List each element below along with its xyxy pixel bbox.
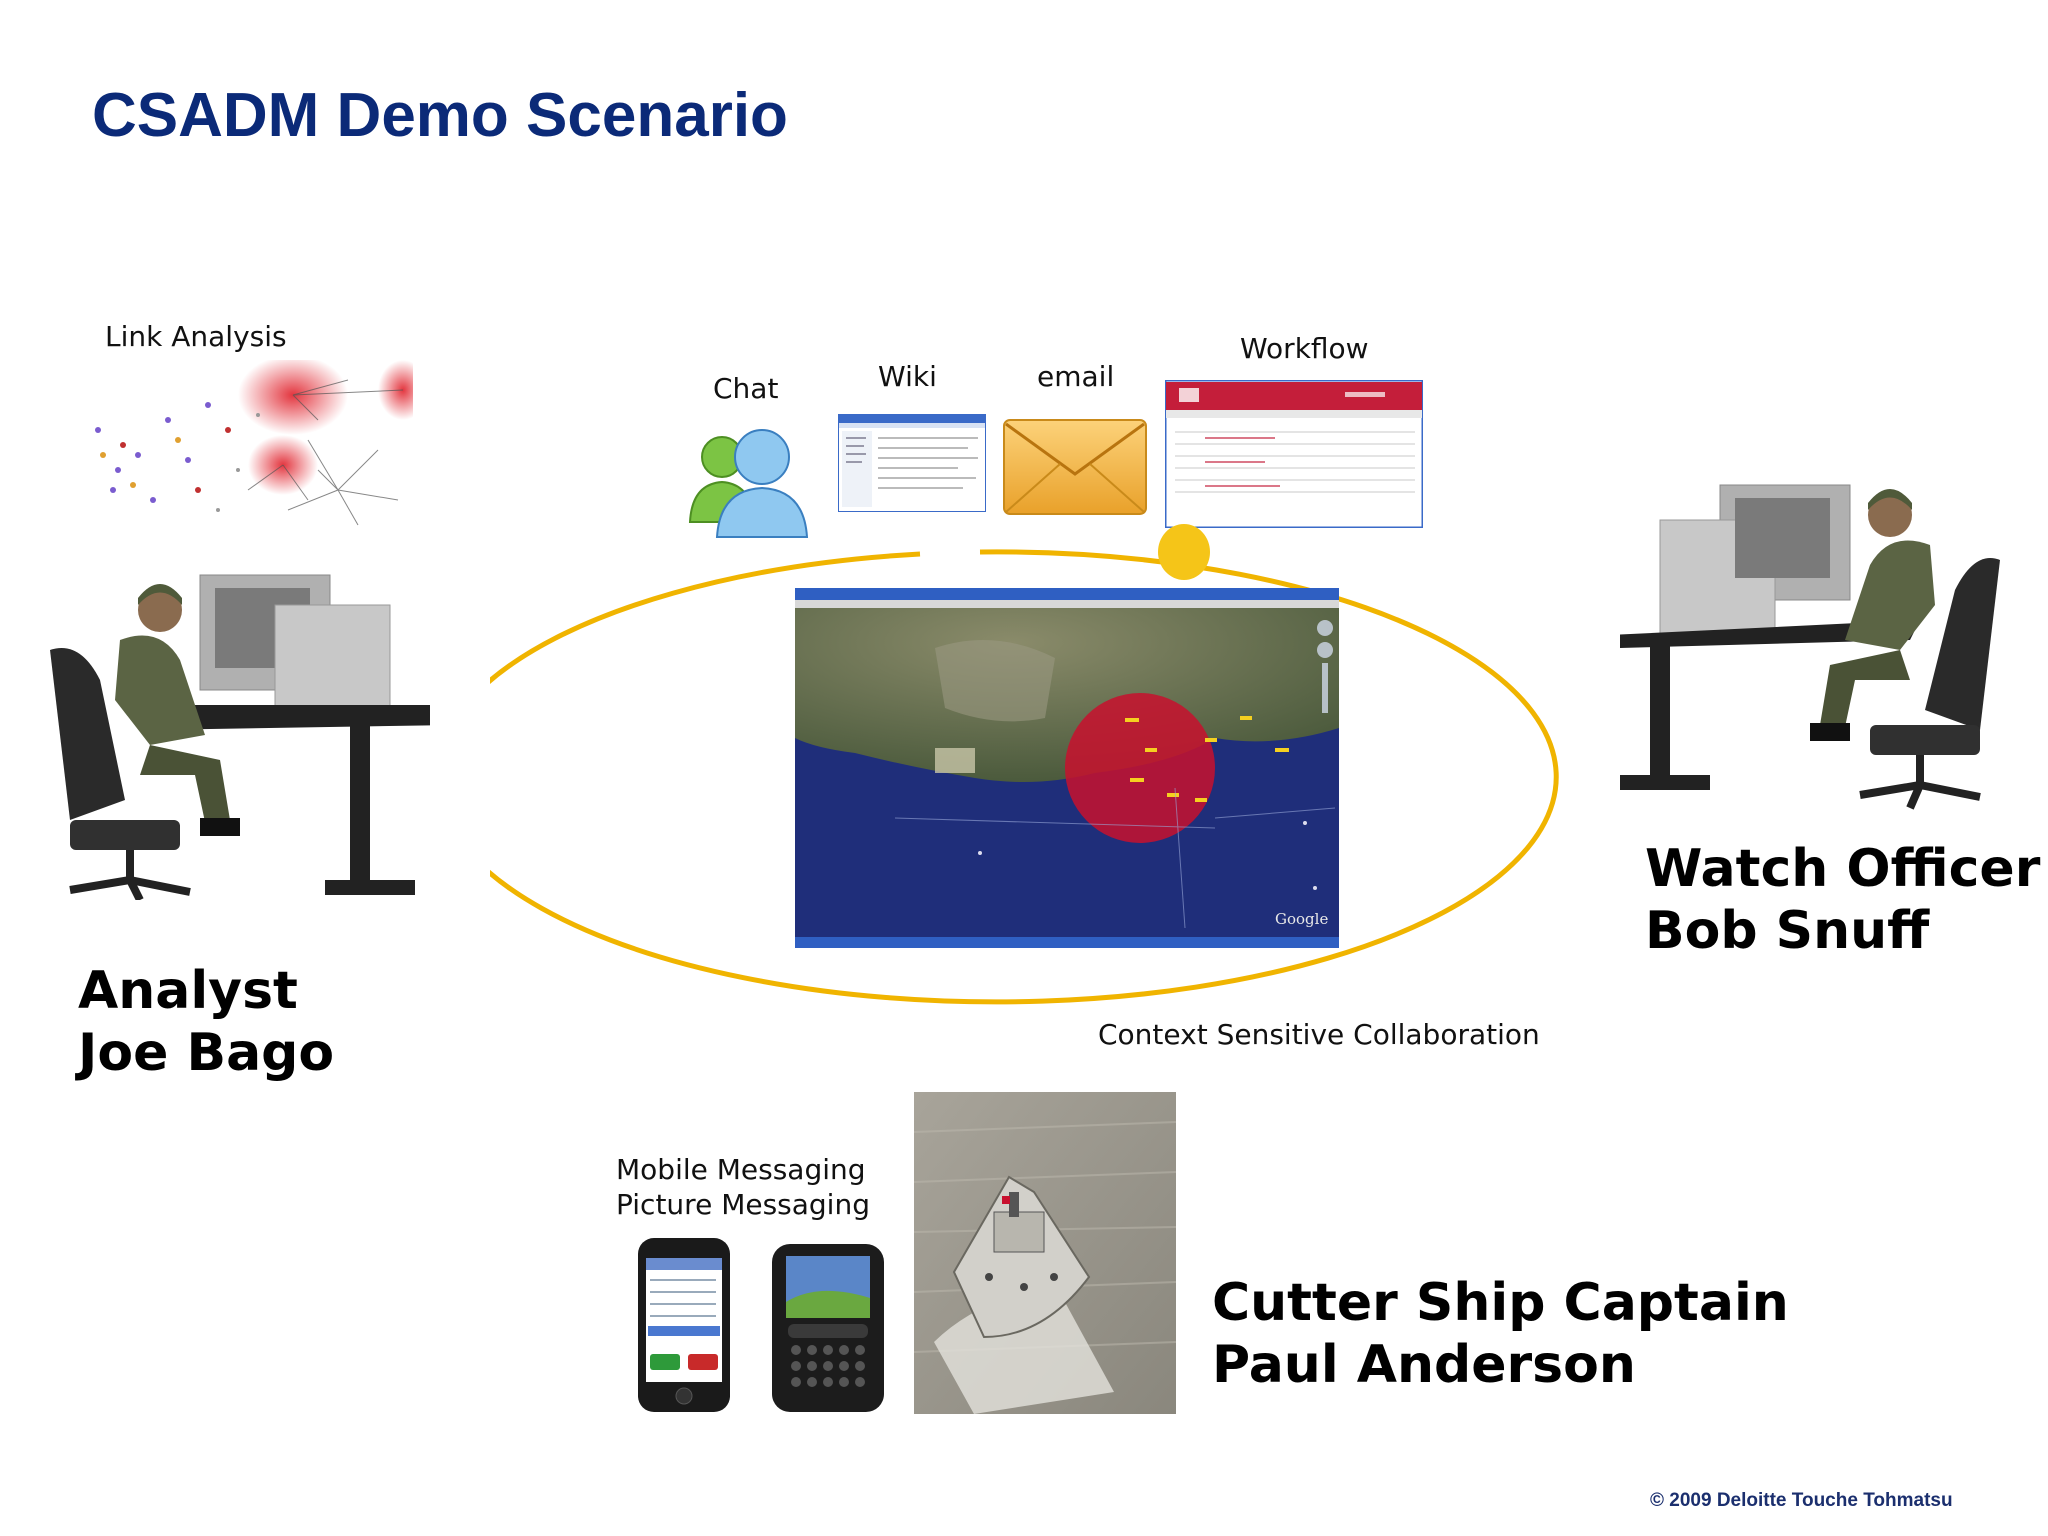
analyst-caption: Analyst Joe Bago [78,960,334,1084]
watch-officer-workstation-image [1620,484,2000,810]
workflow-app-thumbnail [1165,380,1423,528]
chat-label: Chat [713,372,779,405]
map-window: Google [795,588,1339,948]
map-watermark: Google [1275,910,1329,928]
picture-messaging-line: Picture Messaging [616,1188,870,1221]
wiki-window-thumbnail [838,414,986,512]
blackberry-phone-image [772,1244,884,1412]
slide-title: CSADM Demo Scenario [92,81,788,150]
captain-name: Paul Anderson [1212,1335,1636,1395]
captain-role: Cutter Ship Captain [1212,1273,1789,1333]
email-label: email [1037,360,1115,393]
captain-caption: Cutter Ship Captain Paul Anderson [1212,1272,1789,1396]
link-analysis-graph-image [78,360,413,530]
analyst-name: Joe Bago [78,1023,335,1083]
link-analysis-label: Link Analysis [105,320,287,353]
smartphone-image [638,1238,730,1412]
chat-people-icon [688,429,809,538]
wiki-label: Wiki [878,360,937,393]
copyright-notice: © 2009 Deloitte Touche Tohmatsu [1650,1490,1953,1511]
context-sensitive-collaboration-label: Context Sensitive Collaboration [1098,1018,1540,1051]
collaboration-orbit-ring [490,549,1559,1005]
cutter-ship-photo [914,1092,1176,1414]
watch-officer-caption: Watch Officer Bob Snuff [1645,838,2040,962]
satellite-map-image [795,588,1339,948]
watch-officer-role: Watch Officer [1645,839,2041,899]
mobile-messaging-label: Mobile Messaging Picture Messaging [616,1152,870,1222]
workflow-label: Workflow [1240,332,1369,365]
mobile-messaging-line: Mobile Messaging [616,1153,866,1186]
analyst-workstation-image [50,574,430,900]
analyst-role: Analyst [78,961,298,1021]
orbit-node-dot [1158,524,1210,580]
watch-officer-name: Bob Snuff [1645,901,1930,961]
email-envelope-icon [1003,419,1147,515]
